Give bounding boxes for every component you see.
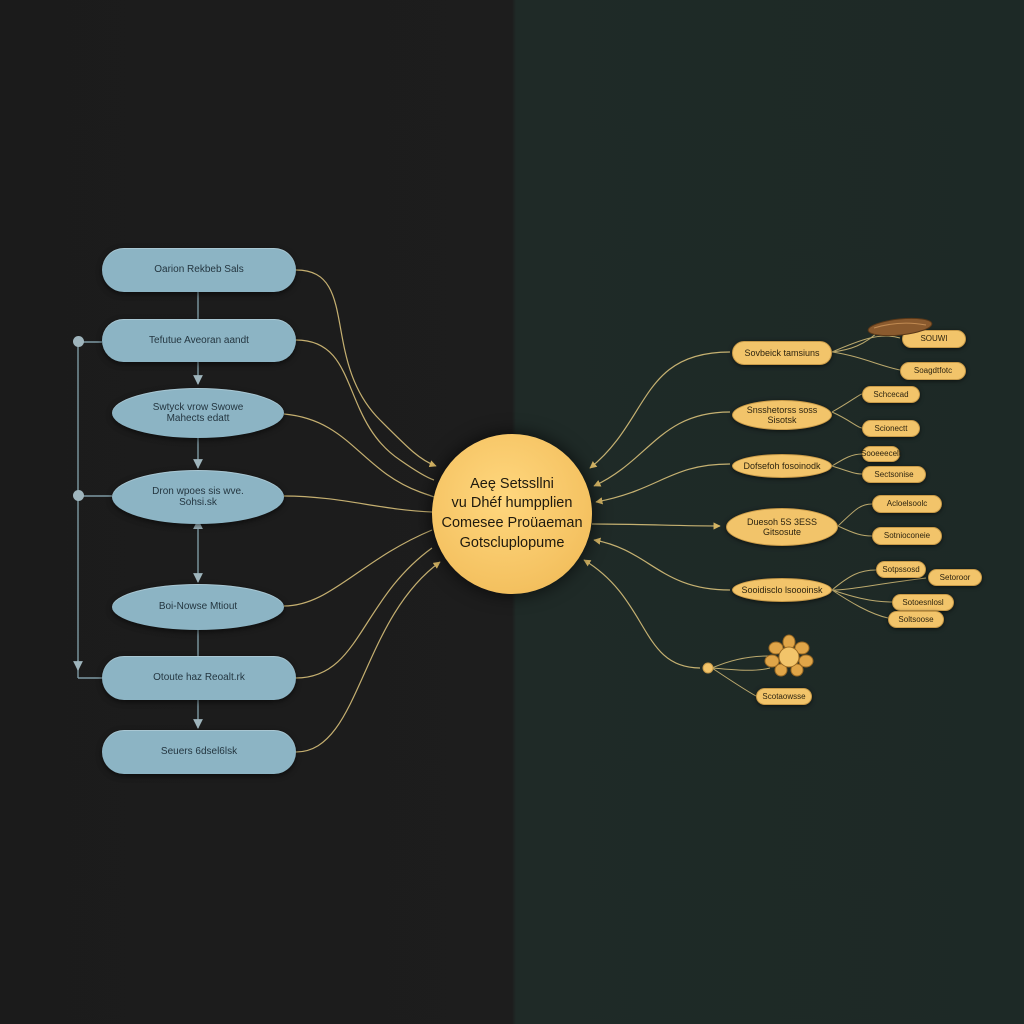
leaf-3-1-label: Sooeeecelt	[860, 449, 902, 459]
leaf-5-1[interactable]: Sotpssosd	[876, 561, 926, 578]
leaf-6-1[interactable]: Scotaowsse	[756, 688, 812, 705]
left-node-1-label: Oarion Rekbeb Sals	[154, 264, 244, 276]
left-node-4-label: Dron wpoes sis wve. Sohsi.sk	[152, 485, 244, 509]
left-node-2[interactable]: Tefutue Aveoran aandt	[102, 319, 296, 362]
bracket-dot-top	[73, 336, 84, 347]
left-node-5[interactable]: Boi-Nowse Mtiout	[112, 584, 284, 630]
leaf-6-1-label: Scotaowsse	[762, 691, 806, 701]
left-node-6[interactable]: Otoute haz Reoalt.rk	[102, 656, 296, 700]
leaf-1-1[interactable]: SOUWI	[902, 330, 966, 348]
leaf-5-2-label: Setoroor	[939, 572, 971, 582]
right-node-2-label: Snsshetorss soss Sisotsk	[746, 404, 818, 425]
leaf-4-1-label: Acloelsoolc	[886, 499, 928, 509]
leaf-1-2[interactable]: Soagdtfotc	[900, 362, 966, 380]
left-node-3-label: Swtyck vrow Swowe Mahects edatt	[152, 401, 244, 425]
leaf-5-2[interactable]: Setoroor	[928, 569, 982, 586]
left-node-1[interactable]: Oarion Rekbeb Sals	[102, 248, 296, 292]
right-node-2[interactable]: Snsshetorss soss Sisotsk	[732, 400, 832, 430]
hub-line-1: Aeę Setssllni	[470, 475, 554, 492]
leaf-4-1[interactable]: Acloelsoolc	[872, 495, 942, 513]
leaf-2-1-label: Schcecad	[873, 389, 909, 399]
bracket-dot-middle	[73, 490, 84, 501]
leaf-5-1-label: Sotpssosd	[882, 564, 920, 574]
hub-line-4: Gotscluplopume	[459, 534, 565, 551]
left-node-3[interactable]: Swtyck vrow Swowe Mahects edatt	[112, 388, 284, 438]
hub-line-2: vu Dhéf humpplien	[451, 495, 573, 512]
leaf-5-3-label: Sotoesnlosl	[902, 597, 944, 607]
seed-pod-icon	[867, 317, 933, 337]
right-node-5-label: Sooidisclo lsoooinsk	[741, 584, 823, 595]
right-node-5[interactable]: Sooidisclo lsoooinsk	[732, 578, 832, 602]
flower-icon	[764, 634, 814, 677]
leaf-2-2[interactable]: Scionectt	[862, 420, 920, 437]
hub-line-3: Comesee Proüaeman	[441, 515, 583, 531]
leaf-4-2[interactable]: Sotnioconeie	[872, 527, 942, 545]
leaf-1-2-label: Soagdtfotc	[913, 366, 953, 376]
left-node-4[interactable]: Dron wpoes sis wve. Sohsi.sk	[112, 470, 284, 524]
leaf-3-2-label: Sectsonise	[874, 469, 914, 479]
left-node-7-label: Seuers 6dsel6lsk	[160, 746, 238, 758]
left-node-6-label: Otoute haz Reoalt.rk	[153, 672, 245, 684]
leaf-5-3[interactable]: Sotoesnlosl	[892, 594, 954, 611]
right-node-3[interactable]: Dofsefoh fosoinodk	[732, 454, 832, 478]
left-node-7[interactable]: Seuers 6dsel6lsk	[102, 730, 296, 774]
leaf-2-1[interactable]: Schcecad	[862, 386, 920, 403]
left-node-2-label: Tefutue Aveoran aandt	[149, 334, 249, 346]
left-node-5-label: Boi-Nowse Mtiout	[158, 601, 238, 613]
leaf-4-2-label: Sotnioconeie	[883, 531, 931, 541]
right-node-1-label: Sovbeick tamsiuns	[744, 347, 820, 358]
right-node-3-label: Dofsefoh fosoinodk	[743, 460, 821, 471]
leaf-3-2[interactable]: Sectsonise	[862, 466, 926, 483]
leaf-2-2-label: Scionectt	[874, 423, 908, 433]
right-node-4-label: Duesoh 5S 3ESS Gitsosute	[746, 516, 818, 537]
right-node-1[interactable]: Sovbeick tamsiuns	[732, 341, 832, 365]
leaf-5-4-label: Soltsoose	[898, 614, 934, 624]
leaf-1-1-label: SOUWI	[920, 334, 948, 344]
central-hub[interactable]: Aeę Setssllni vu Dhéf humpplien Comesee …	[432, 434, 592, 594]
leaf-3-1[interactable]: Sooeeecelt	[860, 446, 902, 462]
leaf-5-4[interactable]: Soltsoose	[888, 611, 944, 628]
right-node-4[interactable]: Duesoh 5S 3ESS Gitsosute	[726, 508, 838, 546]
